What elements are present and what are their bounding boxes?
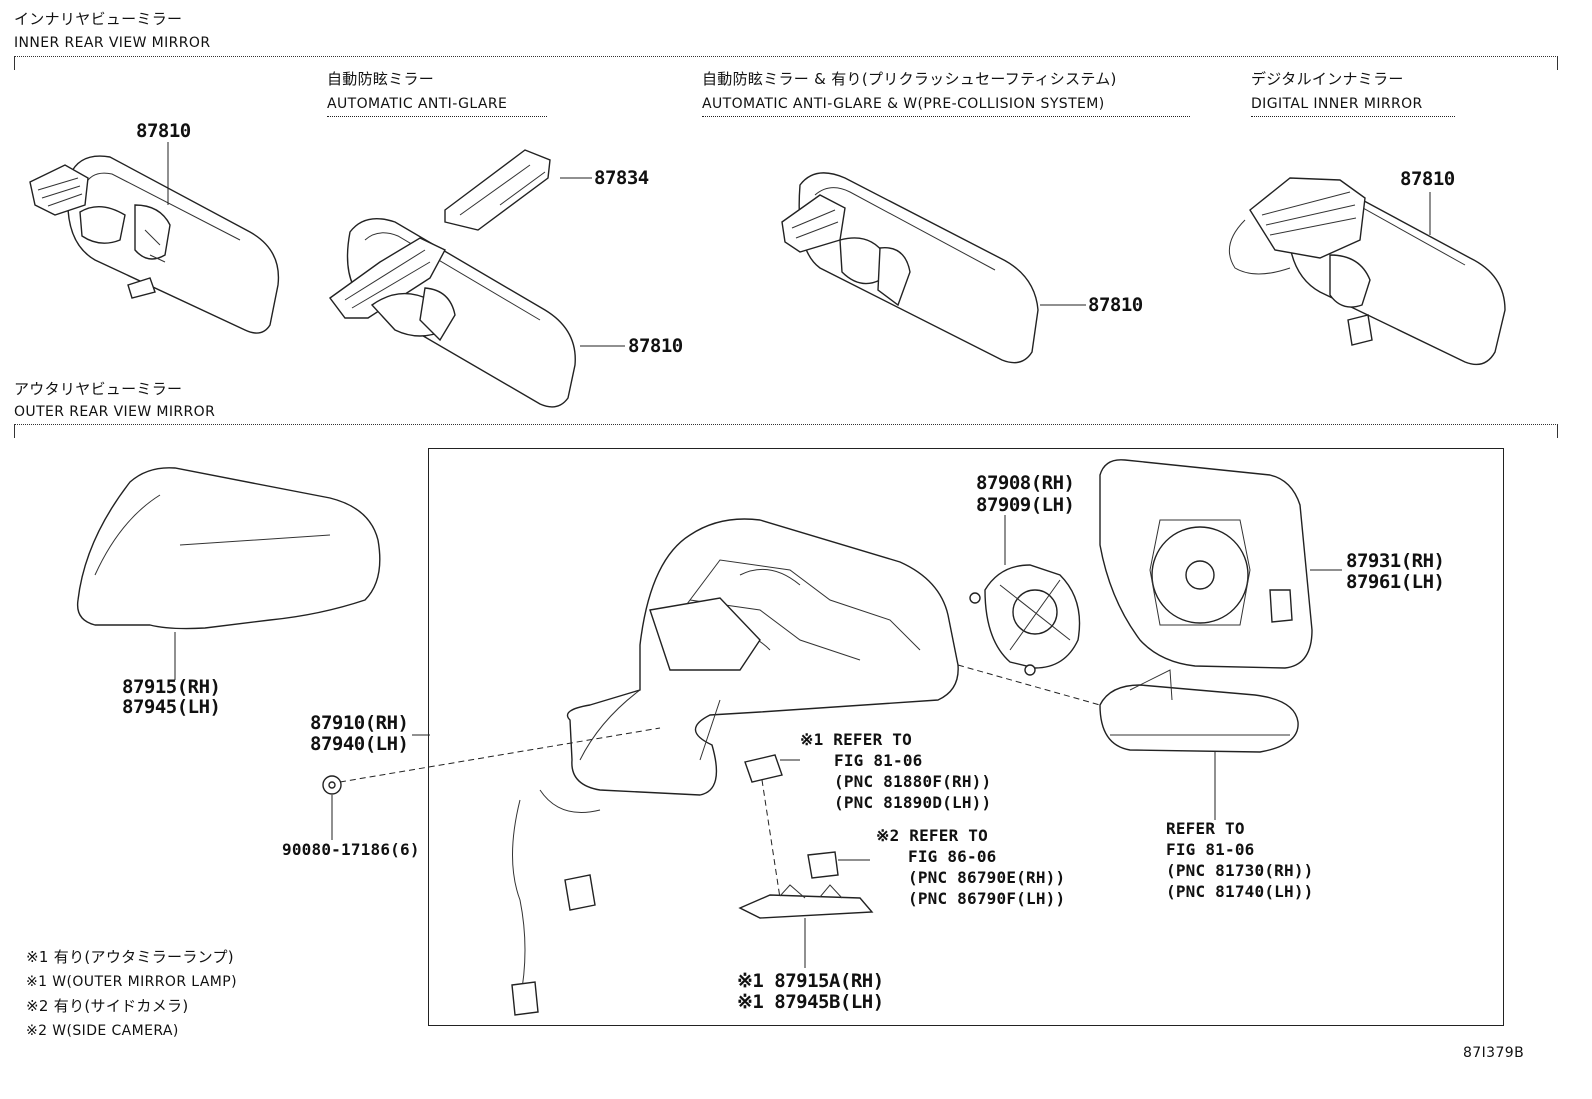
inner-section-title-jp: インナリヤビューミラー (14, 10, 183, 28)
turn-signal-lamp-drawing (1099, 669, 1299, 753)
footnote: ※2 有り(サイドカメラ) (26, 997, 189, 1015)
part-number-inner-basic: 87810 (136, 120, 191, 142)
inner-mirror-pcs-drawing (781, 172, 1039, 364)
mirror-cover-outer-drawing (76, 467, 381, 630)
part-number-inner-pcs: 87810 (1088, 294, 1143, 316)
part-number-actuator-rh: 87908(RH) (976, 472, 1075, 494)
variant-digital-en: DIGITAL INNER MIRROR (1251, 97, 1455, 117)
inner-mirror-digital-drawing (1228, 177, 1506, 366)
part-number-cover-rh: 87915(RH) (122, 676, 221, 698)
footnote: ※2 W(SIDE CAMERA) (26, 1023, 179, 1039)
variant-auto-en: AUTOMATIC ANTI-GLARE (327, 97, 547, 117)
mirror-actuator-drawing (969, 564, 1081, 676)
part-number-base-lh: ※1 87945B(LH) (737, 991, 884, 1013)
outer-section-bracket (14, 424, 1558, 439)
variant-pcs-jp: 自動防眩ミラー & 有り(プリクラッシュセーフティシステム) (702, 70, 1117, 88)
mirror-glass-drawing (1099, 459, 1313, 669)
part-number-glass-lh: 87961(LH) (1346, 571, 1445, 593)
ref-lamp-line: (PNC 81880F(RH)) (834, 772, 992, 791)
variant-pcs-en: AUTOMATIC ANTI-GLARE & W(PRE-COLLISION S… (702, 97, 1190, 117)
ref-lamp-line: ※1 REFER TO (800, 730, 912, 749)
variant-digital-jp: デジタルインナミラー (1251, 70, 1404, 88)
part-number-actuator-lh: 87909(LH) (976, 494, 1075, 516)
part-number-outer-lh: 87940(LH) (310, 733, 409, 755)
part-number-cover-lh: 87945(LH) (122, 696, 221, 718)
outer-section-title-jp: アウタリヤビューミラー (14, 380, 183, 398)
mirror-base-drawing (738, 884, 874, 919)
inner-mirror-auto-drawing (329, 218, 576, 408)
outer-mirror-assembly-drawing (511, 518, 959, 1016)
ref-turn-line: (PNC 81730(RH)) (1166, 861, 1314, 880)
figure-id: 87I379B (1463, 1045, 1525, 1061)
part-number-outer-rh: 87910(RH) (310, 712, 409, 734)
outer-section-title-en: OUTER REAR VIEW MIRROR (14, 404, 216, 420)
lamp-part-drawing (744, 754, 783, 783)
footnote: ※1 有り(アウタミラーランプ) (26, 948, 234, 966)
mirror-cover-drawing (444, 149, 551, 231)
ref-camera-line: ※2 REFER TO (876, 826, 988, 845)
inner-section-title-en: INNER REAR VIEW MIRROR (14, 35, 211, 51)
ref-lamp-line: (PNC 81890D(LH)) (834, 793, 992, 812)
ref-lamp-line: FIG 81-06 (834, 751, 923, 770)
part-number-glass-rh: 87931(RH) (1346, 550, 1445, 572)
part-number-inner-auto: 87810 (628, 335, 683, 357)
part-number-inner-digital: 87810 (1400, 168, 1455, 190)
variant-auto-jp: 自動防眩ミラー (327, 70, 435, 88)
inner-mirror-basic-drawing (29, 155, 280, 334)
camera-part-drawing (807, 851, 839, 879)
ref-camera-line: (PNC 86790F(LH)) (908, 889, 1066, 908)
outer-assembly-frame (428, 448, 1504, 1026)
part-number-clip: 90080-17186(6) (282, 840, 420, 859)
ref-turn-line: FIG 81-06 (1166, 840, 1255, 859)
inner-section-bracket (14, 56, 1558, 71)
part-number-clip-cover: 87834 (594, 167, 649, 189)
clip-drawing (322, 775, 342, 795)
ref-camera-line: FIG 86-06 (908, 847, 997, 866)
ref-turn-line: REFER TO (1166, 819, 1245, 838)
leader-lines (167, 142, 1431, 968)
ref-turn-line: (PNC 81740(LH)) (1166, 882, 1314, 901)
part-number-base-rh: ※1 87915A(RH) (737, 970, 884, 992)
footnote: ※1 W(OUTER MIRROR LAMP) (26, 974, 237, 990)
ref-camera-line: (PNC 86790E(RH)) (908, 868, 1066, 887)
